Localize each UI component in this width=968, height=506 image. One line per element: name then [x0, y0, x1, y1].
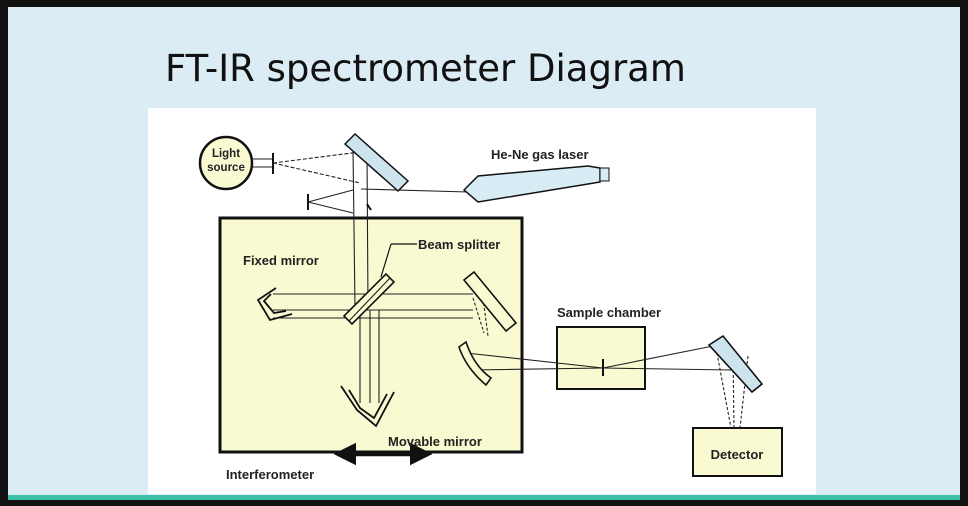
beam-splitter-label: Beam splitter [418, 237, 500, 252]
right-flat-mirror [462, 270, 518, 333]
slide: FT-IR spectrometer Diagram [8, 7, 960, 500]
vertical-input-beam [352, 147, 369, 309]
beam-splitter-leader-tail [380, 243, 392, 278]
top-flat-mirror [343, 132, 410, 193]
laser-tube [462, 165, 610, 203]
from-sample-beams [602, 344, 732, 371]
movable-mirror-label: Movable mirror [388, 434, 482, 449]
light-source-label-line2: source [207, 162, 245, 174]
movable-arm-beams [359, 310, 380, 403]
slide-title: FT-IR spectrometer Diagram [165, 47, 686, 90]
sample-chamber-box [556, 326, 646, 390]
source-beam [252, 158, 273, 168]
slide-accent-bar [8, 495, 960, 500]
fixed-mirror [256, 287, 293, 322]
movable-mirror [340, 385, 395, 428]
right-curved-mirror [458, 340, 493, 387]
fixed-mirror-label: Fixed mirror [243, 253, 319, 268]
laser-label: He-Ne gas laser [491, 147, 589, 162]
detector-mirror [707, 334, 764, 394]
source-to-mirror-beam [272, 151, 361, 184]
interferometer-box [218, 216, 524, 454]
laser-alignment-beam [307, 189, 354, 214]
sample-chamber-label: Sample chamber [557, 305, 661, 320]
detector-box [692, 427, 783, 477]
beam-splitter-inner [348, 277, 391, 322]
aperture-markers [272, 153, 604, 376]
detector-label: Detector [711, 447, 764, 462]
interferometer-label: Interferometer [226, 467, 314, 482]
ftir-diagram-figure: Light source He-Ne gas laser Beam splitt… [148, 108, 816, 494]
light-source-label-line1: Light [212, 148, 240, 160]
ftir-diagram-svg: Light source He-Ne gas laser Beam splitt… [198, 132, 783, 482]
beam-paths [252, 147, 749, 429]
to-sample-beams [465, 352, 604, 371]
light-source-circle [198, 135, 254, 191]
laser-beam [360, 188, 469, 193]
